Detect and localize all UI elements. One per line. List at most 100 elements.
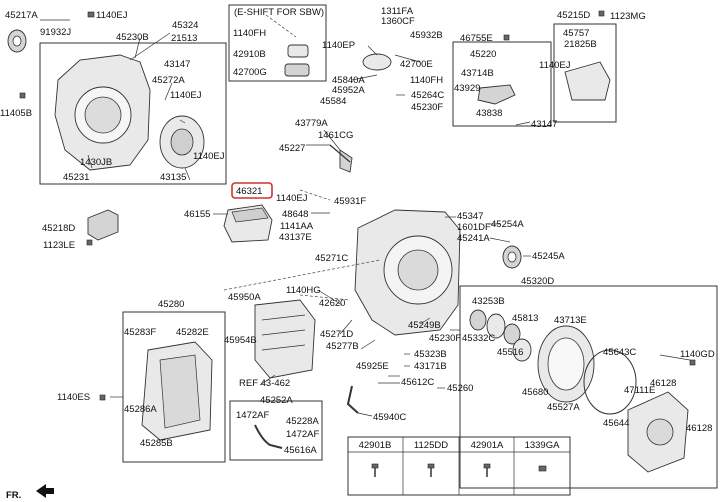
bracket-group-box: [452, 41, 552, 127]
part-label: 45952A: [332, 85, 365, 96]
part-label: 45215D: [557, 10, 590, 21]
part-label: 45277B: [326, 341, 359, 352]
clutch-pack-part: [469, 309, 637, 415]
part-label: 1140EP: [322, 40, 355, 51]
part-label: 45252A: [260, 395, 293, 406]
part-label: 1140GD: [680, 349, 715, 360]
part-label: 45347: [457, 211, 483, 222]
part-label: 42700E: [400, 59, 433, 70]
part-label: 45644: [603, 418, 629, 429]
oil-filter-part: [223, 204, 273, 243]
part-label: 46128: [650, 378, 676, 389]
table-header-1: 42901B: [359, 440, 392, 451]
part-label: 46128: [686, 423, 712, 434]
part-label: 1311FA: [381, 6, 414, 17]
part-label: 45616A: [284, 445, 317, 456]
part-label: 43147: [164, 59, 190, 70]
bolt-icon: [503, 34, 510, 41]
highlight-box: [231, 182, 273, 199]
reference-label: REF 43-462: [239, 378, 290, 389]
part-label: 45260: [447, 383, 473, 394]
part-label: 43779A: [295, 118, 328, 129]
seal-part: [502, 245, 522, 269]
part-label: 1140ES: [57, 392, 90, 403]
bolt-icon: [483, 463, 491, 477]
part-label: 1140FH: [410, 75, 443, 86]
valve-body-cover-part: [141, 341, 213, 441]
part-label: 45323B: [414, 349, 447, 360]
part-label: 45272A: [152, 75, 185, 86]
part-label: 45230F: [429, 333, 461, 344]
part-label: 42700G: [233, 67, 267, 78]
part-label: 43713E: [554, 315, 587, 326]
part-label: 47111E: [624, 385, 655, 396]
part-label: 1461CG: [318, 130, 353, 141]
part-label: 45840A: [332, 75, 365, 86]
part-label: 42910B: [233, 49, 266, 60]
part-label: 45231: [63, 172, 89, 183]
bolt-icon: [371, 463, 379, 477]
part-label: 45271D: [320, 329, 353, 340]
part-label: 1140EJ: [193, 151, 225, 162]
part-label: 1360CF: [381, 16, 415, 27]
part-label: 45249B: [408, 320, 441, 331]
part-label: 45932B: [410, 30, 443, 41]
part-label: 43714B: [461, 68, 494, 79]
mount-part: [564, 61, 611, 101]
part-label: 91932J: [40, 27, 71, 38]
shift-actuator-part: [362, 53, 392, 71]
seal-part: [7, 29, 27, 53]
part-label: 45227: [279, 143, 305, 154]
oil-pump-part: [159, 115, 205, 169]
front-arrow-icon: [36, 484, 54, 498]
transmission-case-part: [354, 209, 461, 336]
table-header-4: 1339GA: [525, 440, 561, 451]
part-label: 45282E: [176, 327, 209, 338]
part-label: 43171B: [414, 361, 447, 372]
part-label: 45954B: [224, 335, 257, 346]
part-label: 45931F: [334, 196, 366, 207]
bolt-icon: [19, 92, 26, 99]
part-label: 1140EJ: [539, 60, 571, 71]
part-label: 1472AF: [236, 410, 269, 421]
bolt-icon: [87, 11, 95, 18]
highlighted-part-label: 46321: [236, 186, 262, 197]
part-label: 45320D: [521, 276, 554, 287]
bottom-fastener-table: 42901B 1125DD 42901A 1339GA: [347, 436, 571, 496]
part-label: 45527A: [547, 402, 580, 413]
part-label: 21825B: [564, 39, 597, 50]
part-label: 45218D: [42, 223, 75, 234]
part-label: 45643C: [603, 347, 636, 358]
part-label: 45324: [172, 20, 198, 31]
part-label: 45228A: [286, 416, 319, 427]
e-shift-box-title: (E-SHIFT FOR SBW): [234, 7, 324, 18]
part-label: 43147: [531, 119, 557, 130]
converter-housing-part: [54, 54, 151, 171]
part-label: 45283F: [124, 327, 156, 338]
part-label: 45584: [320, 96, 346, 107]
part-label: 1140EJ: [96, 10, 128, 21]
part-label: 21513: [171, 33, 197, 44]
manual-lever-part: [329, 144, 353, 173]
part-label: 45271C: [315, 253, 348, 264]
part-label: 45516: [497, 347, 523, 358]
bolt-icon: [427, 463, 435, 477]
part-label: 43135: [160, 172, 186, 183]
part-label: 46155: [184, 209, 210, 220]
part-label: 43838: [476, 108, 502, 119]
part-label: 1140EJ: [276, 193, 308, 204]
detent-bracket-part: [477, 84, 516, 105]
converter-housing-group-box: [39, 42, 227, 185]
part-label: 43253B: [472, 296, 505, 307]
bolt-icon: [598, 10, 605, 17]
part-label: 1601DF: [457, 222, 491, 233]
clutch-group-box: [459, 285, 718, 489]
part-label: 45280: [158, 299, 184, 310]
nut-icon: [538, 465, 547, 472]
part-label: 45925E: [356, 361, 389, 372]
part-label: 45950A: [228, 292, 261, 303]
part-label: 1472AF: [286, 429, 319, 440]
part-label: 46755E: [460, 33, 493, 44]
e-shift-sensor-part: [284, 44, 310, 77]
e-shift-group-box: [228, 4, 327, 82]
